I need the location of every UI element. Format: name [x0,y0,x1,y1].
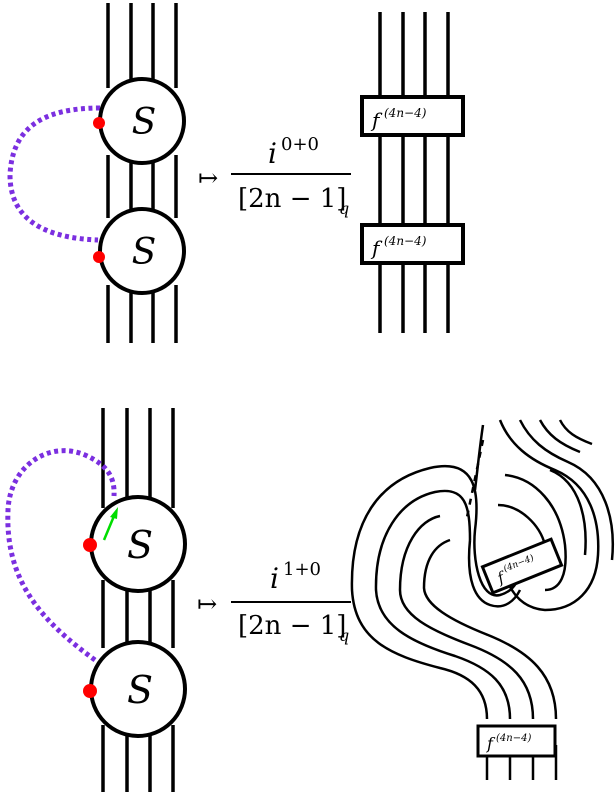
bottom-coefficient-subscript: q [339,626,349,645]
top-s2-lower-strands [106,285,178,343]
top-s1-upper-strands [106,3,178,88]
top-s-middle-strands [106,155,178,218]
bottom-s-label-upper: S [127,523,153,567]
bottom-s-label-lower: S [127,668,153,712]
bottom-projector-base-straight: f [486,734,496,753]
red-dot-icon [93,251,105,263]
green-arrow-icon [102,507,118,541]
top-coefficient: i 0+0 [2n − 1] q [231,134,351,218]
bottom-s1-upper-strands [101,408,175,508]
bottom-dotted-arc [5,448,117,663]
top-panel: S S ↦ i 0+0 [2n − 1] q f (4n−4) f (4n−4) [7,3,465,343]
top-projector-box-lower [360,223,465,265]
top-coefficient-exponent: 0+0 [281,134,319,155]
top-dotted-arc [7,105,101,243]
bottom-s2-lower-strands [101,725,175,792]
top-s-node-lower [98,207,186,295]
top-projector-strands [378,12,450,333]
bottom-projector-sup-straight: (4n−4) [496,733,531,744]
mapsto-arrow-icon: ↦ [198,164,218,192]
red-dot-icon [93,117,105,129]
bottom-coefficient: i 1+0 [2n − 1] q [231,559,351,645]
bottom-coefficient-denominator: [2n − 1] [238,611,346,641]
red-dot-icon [83,684,97,698]
top-coefficient-subscript: q [339,199,349,218]
top-coefficient-denominator: [2n − 1] [238,184,346,214]
bottom-projector-box-straight [476,724,557,758]
bottom-dashed-strand [464,439,485,523]
bottom-projector-box-tilted [480,537,564,595]
top-coefficient-base: i [268,137,277,170]
mapsto-arrow-icon: ↦ [197,590,217,618]
bottom-coefficient-exponent: 1+0 [283,559,321,580]
bottom-projector-tilted: f (4n−4) [480,537,564,595]
bottom-panel: S S ↦ i 1+0 [2n − 1] q [5,408,614,792]
bottom-s-middle-strands [101,580,175,648]
bottom-coefficient-base: i [270,562,279,595]
top-projector-box-upper [360,95,465,137]
top-s-label-upper: S [132,102,157,143]
top-s-label-lower: S [132,232,157,273]
top-projector-sup-upper: (4n−4) [384,106,427,120]
top-projector-sup-lower: (4n−4) [384,234,427,248]
bottom-twisted-strands [350,419,614,720]
red-dot-icon [83,538,97,552]
